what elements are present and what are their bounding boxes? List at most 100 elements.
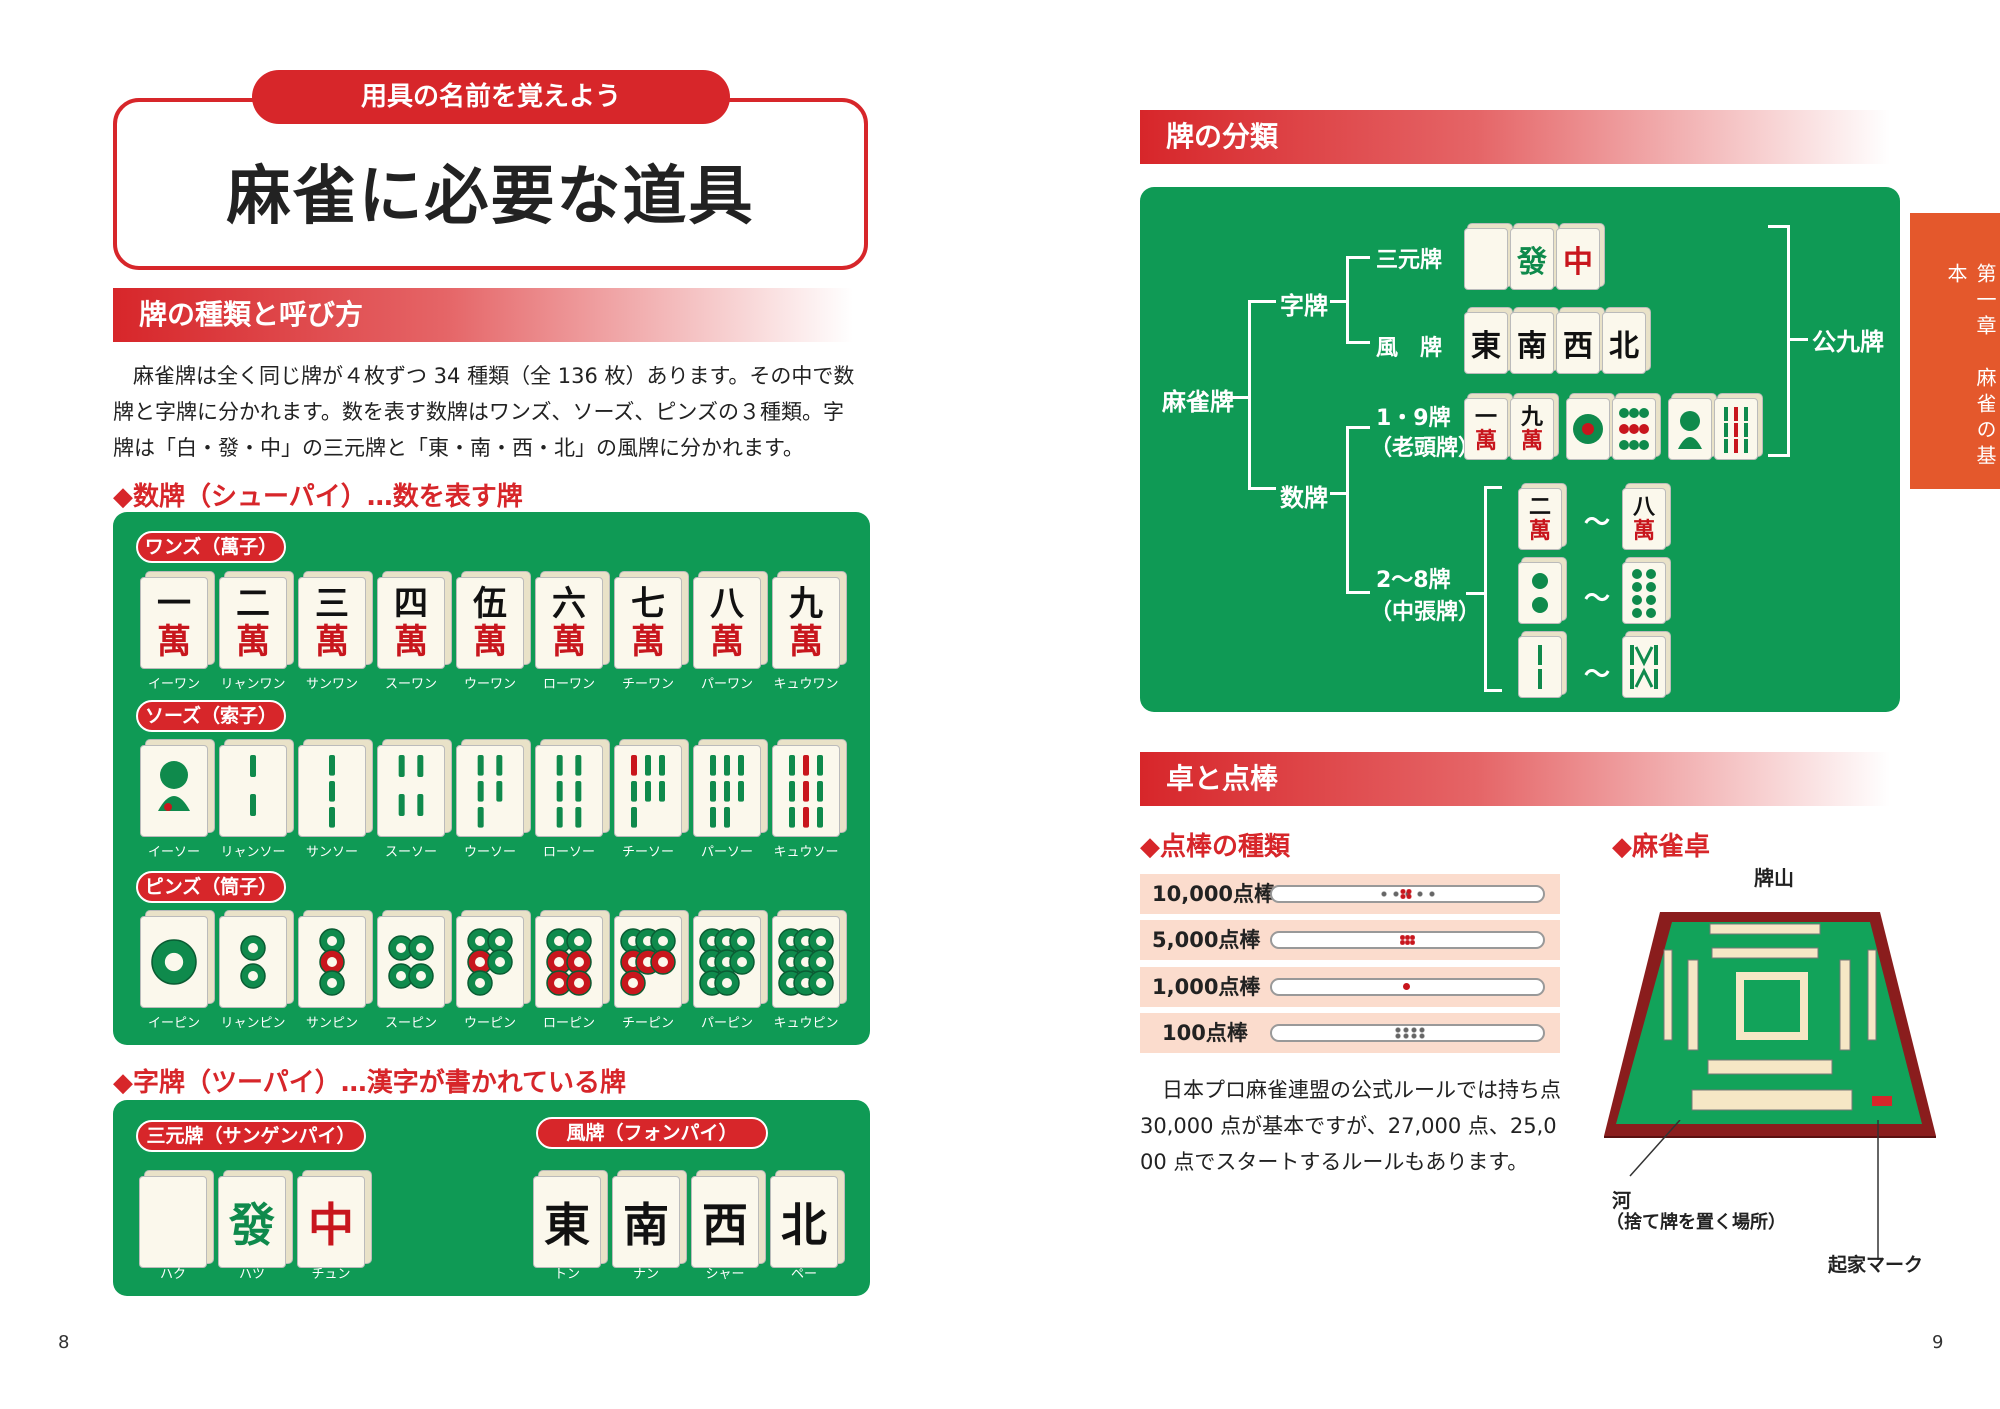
class-tile-2pin xyxy=(1518,562,1562,624)
tree-routou-sub: （老頭牌） xyxy=(1370,436,1481,461)
manzu-tile-name: スーワン xyxy=(384,677,437,692)
class-tile-kaze-glyph: 西 xyxy=(1563,329,1593,364)
pinzu-pattern xyxy=(240,935,266,989)
souzu-tile xyxy=(298,745,366,837)
class-tile-chun: 中 xyxy=(1556,228,1600,290)
kaze-tile-glyph: 南 xyxy=(623,1198,669,1252)
sangen-tile xyxy=(139,1176,207,1268)
manzu-tile-number: 八 xyxy=(710,584,744,624)
class-tile-2man-top: 二 xyxy=(1528,494,1551,520)
tree-suhai: 数牌 xyxy=(1280,484,1328,512)
souzu-tile-name: キュウソー xyxy=(773,845,839,860)
sticks-line-3: 00 点でスタートするルールもあります。 xyxy=(1140,1150,1529,1174)
paiyama-label: 牌山 xyxy=(1754,866,1794,890)
sticks-line-2: 30,000 点が基本ですが、27,000 点、25,0 xyxy=(1140,1114,1557,1138)
stick-100-bar xyxy=(1270,1024,1545,1042)
manzu-tile-number: 三 xyxy=(315,584,349,624)
tree-routou: 1・9牌 xyxy=(1376,406,1451,431)
souzu-tile xyxy=(693,745,761,837)
souzu-pattern xyxy=(631,755,665,828)
pinzu-tile xyxy=(377,916,445,1008)
manzu-tile-man: 萬 xyxy=(473,622,507,662)
stick-1000-label: 1,000点棒 xyxy=(1152,975,1261,999)
manzu-label: ワンズ（萬子） xyxy=(136,531,286,563)
souzu-tile-name: チーソー xyxy=(621,845,674,860)
class-tile-2man-man: 萬 xyxy=(1528,518,1551,544)
tilde-3: 〜 xyxy=(1584,660,1611,690)
tenbo-heading: ◆点棒の種類 xyxy=(1140,832,1290,862)
manzu-tile-man: 萬 xyxy=(236,622,270,662)
stick-1000: 1,000点棒 xyxy=(1140,967,1560,1007)
intro-line-2: 牌と字牌に分かれます。数を表す数牌はワンズ、ソーズ、ピンズの３種類。字 xyxy=(113,400,845,424)
manzu-tile-man: 萬 xyxy=(710,622,744,662)
kaze-tile-name: シャー xyxy=(705,1267,745,1282)
class-tile-1sou xyxy=(1668,398,1712,460)
manzu-tile-man: 萬 xyxy=(631,622,665,662)
manzu-tile-number: 六 xyxy=(552,584,586,624)
manzu-tile-name: キュウワン xyxy=(773,677,839,692)
kaze-tile-glyph: 北 xyxy=(781,1198,827,1252)
manzu-tile: 八萬 xyxy=(693,577,761,669)
page-number-right: 9 xyxy=(1932,1332,1944,1353)
chapter-tab: 第一章 麻雀の基本 xyxy=(1910,213,2000,489)
souzu-pattern xyxy=(250,755,256,816)
stick-100-label: 100点棒 xyxy=(1162,1021,1248,1045)
pinzu-pattern xyxy=(699,928,755,996)
manzu-tile: 一萬 xyxy=(140,577,208,669)
stick-10000-label: 10,000点棒 xyxy=(1152,882,1276,906)
class-tile-kaze-glyph: 北 xyxy=(1609,329,1639,364)
stick-100: 100点棒 xyxy=(1140,1013,1560,1053)
tree-bracket-jihai xyxy=(1346,256,1370,344)
souzu-tile-name: パーソー xyxy=(700,845,753,860)
kaze-tile: 東 xyxy=(533,1176,601,1268)
sangen-tile-name: チュン xyxy=(311,1267,351,1282)
class-tile-kaze-glyph: 南 xyxy=(1517,329,1547,364)
section-heading-table-sticks: 卓と点棒 xyxy=(1140,752,1890,806)
tree-yaochu: 公九牌 xyxy=(1812,328,1884,356)
pinzu-tile xyxy=(298,916,366,1008)
kaze-tile-name: ナン xyxy=(632,1267,659,1282)
manzu-tile-number: 九 xyxy=(789,584,823,624)
8sou-pattern xyxy=(1630,645,1658,689)
sangen-tile-glyph: 中 xyxy=(308,1198,354,1252)
kaze-label: 風牌（フォンパイ） xyxy=(536,1117,768,1149)
manzu-tile: 七萬 xyxy=(614,577,682,669)
pinzu-pattern xyxy=(546,928,592,996)
kaze-tile: 西 xyxy=(691,1176,759,1268)
class-tile-1man-man: 萬 xyxy=(1474,428,1497,454)
pinzu-tile-name: チーピン xyxy=(621,1016,674,1031)
ho-label: 河 xyxy=(1612,1190,1632,1212)
pinzu-tile xyxy=(693,916,761,1008)
manzu-tile: 四萬 xyxy=(377,577,445,669)
2sou-pattern xyxy=(1538,645,1542,689)
souzu-tile xyxy=(772,745,840,837)
ho-sublabel: （捨て牌を置く場所） xyxy=(1606,1212,1786,1233)
stick-5000-label: 5,000点棒 xyxy=(1152,928,1261,952)
class-tile-kaze: 北 xyxy=(1602,312,1646,374)
manzu-tile-man: 萬 xyxy=(315,622,349,662)
tree-line-chunchan xyxy=(1466,592,1484,595)
pinzu-tile-name: キュウピン xyxy=(773,1016,839,1031)
manzu-tile-name: イーワン xyxy=(147,677,200,692)
manzu-tile: 九萬 xyxy=(772,577,840,669)
class-tile-kaze: 南 xyxy=(1510,312,1554,374)
section-heading-classification: 牌の分類 xyxy=(1140,110,1890,164)
kaze-tile: 南 xyxy=(612,1176,680,1268)
souzu-tile-name: イーソー xyxy=(147,845,200,860)
kaze-tile: 北 xyxy=(770,1176,838,1268)
chicha-label: 起家マーク xyxy=(1828,1254,1924,1276)
souzu-tile-name: ローソー xyxy=(542,845,595,860)
kaze-tile-name: トン xyxy=(553,1267,580,1282)
pinzu-pattern xyxy=(388,935,434,989)
sangen-tile-glyph: 發 xyxy=(229,1198,275,1252)
pinzu-tile-name: リャンピン xyxy=(220,1016,286,1031)
intro-line-1: 麻雀牌は全く同じ牌が４枚ずつ 34 種類（全 136 枚）あります。その中で数 xyxy=(133,364,855,388)
manzu-tile-man: 萬 xyxy=(789,622,823,662)
class-tile-kaze: 東 xyxy=(1464,312,1508,374)
kaze-tile-name: ペー xyxy=(790,1267,817,1282)
title-tag: 用具の名前を覚えよう xyxy=(252,70,730,124)
class-tile-1man-top: 一 xyxy=(1474,404,1497,430)
sangen-tile: 發 xyxy=(218,1176,286,1268)
pinzu-pattern xyxy=(467,928,513,996)
